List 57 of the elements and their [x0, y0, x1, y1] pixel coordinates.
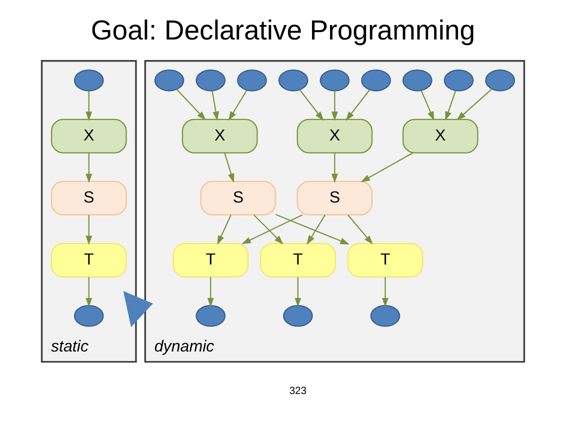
arrow — [420, 90, 434, 121]
arrow — [85, 214, 92, 245]
arrow — [122, 291, 152, 328]
node-ellipse — [195, 304, 226, 327]
node-ellipse — [360, 70, 390, 92]
arrow — [330, 90, 338, 121]
arrow — [294, 277, 301, 308]
node-label: dynamic — [154, 338, 214, 356]
node-ellipse — [154, 70, 184, 92]
arrow — [228, 90, 247, 121]
node-box: S — [296, 180, 372, 216]
arrow — [298, 90, 324, 121]
arrow — [360, 152, 412, 182]
arrow — [382, 277, 388, 308]
node-box: S — [200, 180, 276, 216]
arrow — [347, 214, 372, 245]
node-ellipse — [402, 70, 432, 92]
arrow — [216, 214, 231, 245]
label: 323 — [288, 386, 306, 398]
node-ellipse — [319, 70, 350, 92]
node-box: T — [260, 242, 336, 278]
cluster — [144, 60, 525, 363]
node-ellipse — [73, 304, 104, 327]
node-label: static — [50, 338, 88, 356]
node-box: T — [50, 242, 126, 278]
node-ellipse — [195, 70, 226, 92]
arrow — [211, 90, 218, 121]
node-ellipse — [282, 304, 312, 327]
arrow — [345, 90, 370, 121]
node-box: X — [402, 118, 478, 154]
node-box: X — [181, 118, 258, 154]
node-box: X — [50, 118, 126, 154]
node-ellipse — [73, 70, 104, 92]
cluster — [40, 60, 136, 363]
node-box: X — [296, 118, 372, 154]
arrow — [456, 88, 492, 120]
arrow — [274, 214, 349, 244]
node-ellipse — [236, 70, 266, 92]
node-box: S — [50, 180, 126, 216]
node-box: T — [346, 242, 423, 278]
diagram-title: Goal: Declarative Programming — [90, 14, 475, 46]
arrow — [176, 89, 206, 120]
arrow — [306, 214, 326, 245]
arrow — [85, 277, 92, 308]
arrow — [252, 214, 283, 244]
arrow — [85, 90, 92, 121]
arrow — [206, 277, 214, 308]
arrow — [330, 152, 338, 183]
node-ellipse — [370, 304, 400, 327]
arrow — [224, 152, 234, 183]
node-ellipse — [278, 70, 308, 92]
arrow — [444, 90, 456, 121]
node-ellipse — [443, 70, 474, 92]
node-ellipse — [484, 70, 515, 92]
node-box: T — [172, 242, 248, 278]
arrow — [85, 152, 92, 183]
arrow — [241, 214, 302, 244]
